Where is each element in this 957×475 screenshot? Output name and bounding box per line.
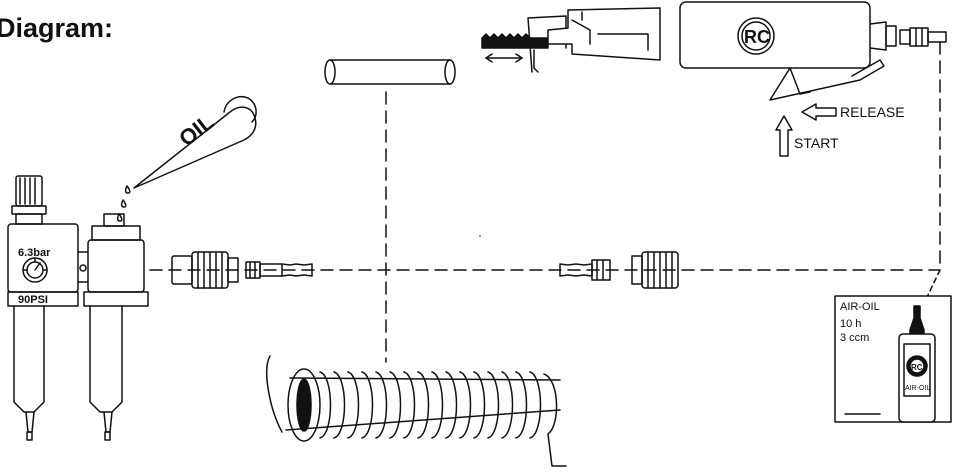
gauge-psi-label: 90PSI (18, 294, 48, 306)
air-oil-interval: 10 h (840, 318, 861, 330)
filter-regulator-unit: 6.3bar 90PSI (7, 175, 149, 441)
hose-nipple-left (245, 261, 313, 279)
release-arrow-icon (801, 103, 837, 121)
bottle-logo: RC (911, 363, 923, 372)
air-oil-amount: 3 ccm (840, 332, 869, 344)
bottle-label: AIR-OIL (905, 385, 930, 392)
oil-bottle-icon: RC AIR-OIL (898, 305, 936, 423)
release-label: RELEASE (840, 104, 905, 120)
start-label: START (794, 135, 839, 151)
air-oil-title: AIR-OIL (840, 301, 880, 313)
pressure-gauge-icon (22, 257, 48, 283)
gauge-bar-label: 6.3bar (18, 247, 51, 259)
start-arrow-icon (775, 115, 793, 157)
quick-coupler-right (631, 251, 679, 289)
oil-can-icon: OIL (116, 96, 257, 222)
hose-nipple-right (559, 259, 611, 281)
hose-tube-icon (324, 59, 456, 85)
coiled-hose-icon (266, 355, 567, 467)
diagram-title: Diagram: (0, 13, 113, 43)
lubricator-body (77, 213, 149, 441)
quick-coupler-left (171, 251, 239, 289)
tool-logo: RC (744, 27, 770, 47)
saw-blade-icon (479, 7, 661, 237)
air-tool-icon: RC (679, 1, 947, 101)
regulator-knob-icon (11, 175, 47, 225)
